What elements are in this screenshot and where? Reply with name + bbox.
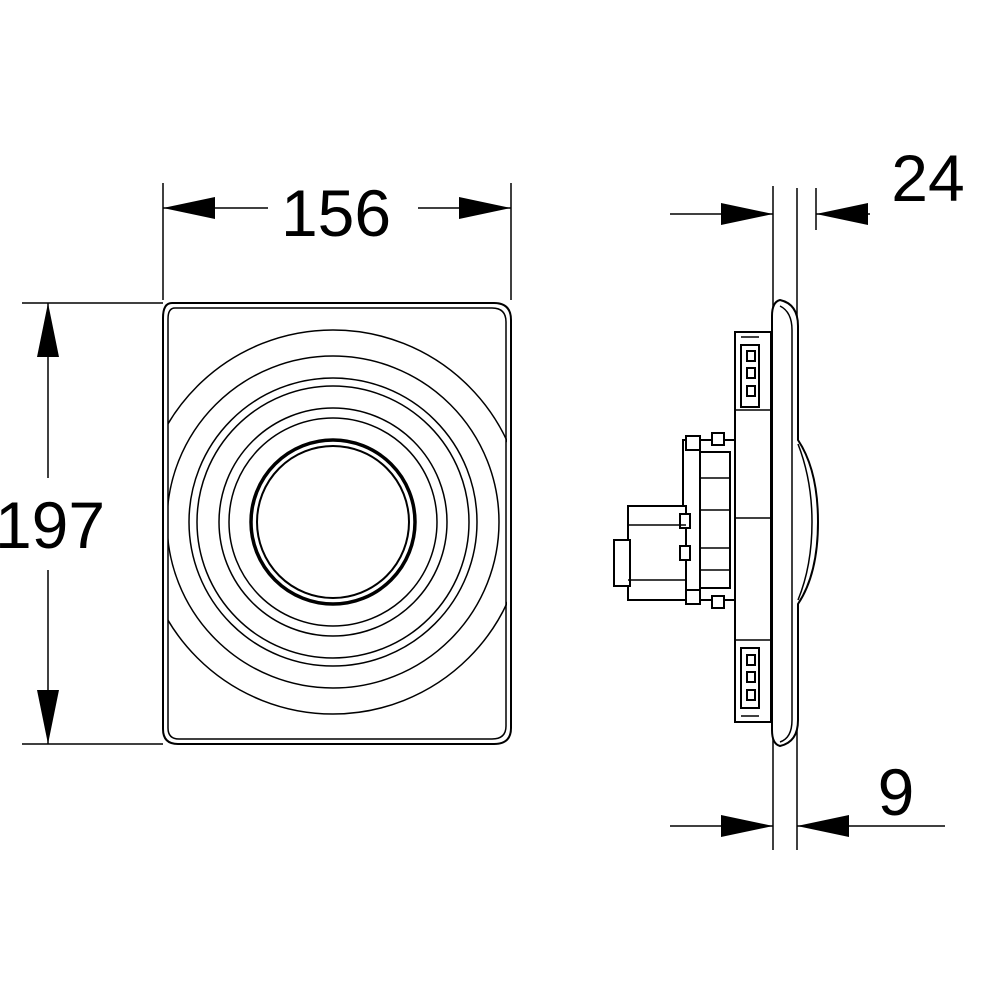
inset-dimension: 9 (670, 755, 945, 837)
depth-dimension: 24 (670, 141, 965, 225)
concentric-rings (168, 329, 507, 715)
push-button (256, 445, 410, 599)
height-label: 197 (0, 488, 105, 562)
cover-plate-profile (771, 298, 820, 748)
side-view (613, 186, 820, 850)
width-dimension: 156 (162, 176, 512, 300)
depth-label: 24 (891, 141, 964, 215)
width-label: 156 (281, 176, 391, 250)
height-dimension: 197 (0, 302, 163, 745)
plate-outline (162, 302, 512, 745)
push-button-ring (249, 438, 417, 606)
plate-inner-edge (167, 307, 507, 740)
inset-label: 9 (878, 755, 915, 829)
front-view (162, 302, 512, 745)
